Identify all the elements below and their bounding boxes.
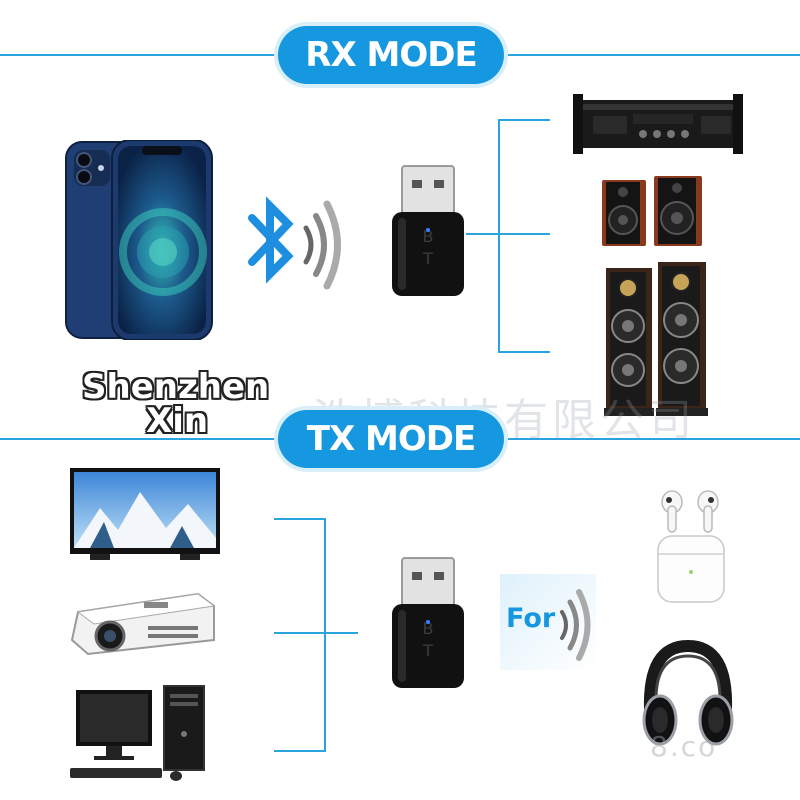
signal-waves-icon bbox=[303, 200, 341, 290]
svg-text:B: B bbox=[423, 619, 434, 638]
smartphone-icon bbox=[65, 140, 213, 340]
usb-dongle-icon: B T bbox=[392, 165, 464, 296]
tx-branch-bottom bbox=[274, 750, 326, 752]
projector-icon bbox=[70, 592, 216, 656]
rx-branch-middle bbox=[498, 233, 550, 235]
headphones-icon bbox=[642, 640, 734, 746]
svg-text:B: B bbox=[423, 227, 434, 246]
rx-divider-right bbox=[505, 54, 800, 56]
tx-divider-left bbox=[0, 438, 280, 440]
tv-icon bbox=[70, 468, 220, 560]
rx-connector-line bbox=[466, 233, 500, 235]
bluetooth-icon bbox=[248, 196, 294, 284]
brand-watermark-line2: Xin bbox=[146, 401, 209, 441]
svg-text:T: T bbox=[422, 249, 433, 268]
tx-bracket-vertical bbox=[324, 518, 326, 750]
rx-branch-top bbox=[498, 119, 550, 121]
desktop-computer-icon bbox=[70, 685, 205, 781]
tx-divider-right bbox=[505, 438, 800, 440]
brand-watermark-line1: Shenzhen bbox=[82, 367, 270, 407]
bookshelf-speakers-icon bbox=[602, 176, 702, 246]
amplifier-icon bbox=[573, 94, 743, 154]
svg-text:T: T bbox=[422, 641, 433, 660]
floor-speakers-icon bbox=[604, 262, 708, 416]
site-watermark: 8.co bbox=[650, 730, 718, 763]
tx-mode-title: TX MODE bbox=[278, 410, 504, 468]
tx-branch-middle bbox=[274, 632, 358, 634]
rx-bracket-vertical bbox=[498, 119, 500, 353]
rx-divider-left bbox=[0, 54, 280, 56]
usb-dongle-icon: B T bbox=[392, 557, 464, 688]
for-label: For bbox=[506, 603, 556, 634]
earbuds-icon bbox=[657, 490, 725, 603]
rx-mode-title: RX MODE bbox=[278, 26, 504, 84]
tx-branch-top bbox=[274, 518, 326, 520]
signal-waves-icon bbox=[560, 589, 591, 661]
rx-branch-bottom bbox=[498, 351, 550, 353]
